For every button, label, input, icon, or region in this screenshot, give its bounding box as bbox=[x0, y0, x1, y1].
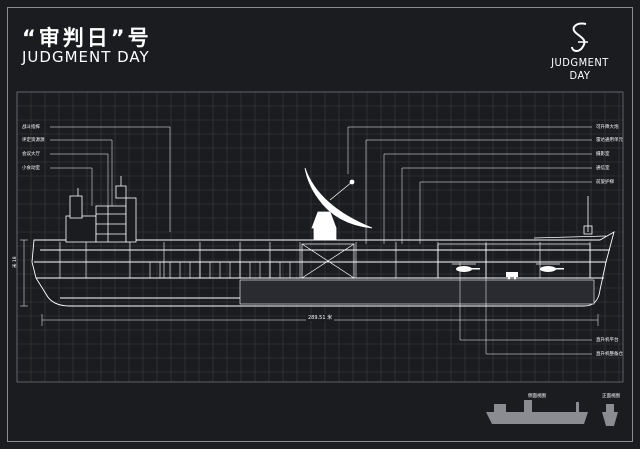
callout-heli-hangar: 直升机整备仓 bbox=[596, 352, 623, 357]
side-view-thumbnail bbox=[486, 400, 588, 424]
length-dimension-label: 289.51 米 bbox=[306, 314, 335, 321]
aft-superstructure bbox=[65, 176, 137, 243]
callout-right-2: 雷达通用单元 bbox=[596, 138, 623, 143]
outer-frame bbox=[7, 7, 633, 442]
callout-right-4: 通信室 bbox=[596, 166, 610, 171]
height-dimension-label: 米 18 bbox=[13, 256, 18, 268]
callout-left-4: 小食动室 bbox=[22, 166, 40, 171]
logo-text: JUDGMENT DAY bbox=[551, 56, 609, 82]
callout-heli-platform: 直升机平台 bbox=[596, 338, 619, 343]
height-dimension bbox=[20, 239, 28, 307]
radar-dish bbox=[304, 167, 373, 241]
page-title-english: JUDGMENT DAY bbox=[22, 48, 150, 66]
front-view-thumbnail bbox=[602, 404, 618, 426]
logo-s-icon bbox=[571, 22, 588, 52]
side-view-label: 侧面视图 bbox=[528, 394, 546, 399]
vehicle-icon bbox=[506, 272, 518, 280]
callout-right-3: 摄影室 bbox=[596, 152, 610, 157]
page-title-chinese: “审判日”号 bbox=[22, 26, 152, 50]
callout-left-1: 战斗指挥 bbox=[22, 125, 40, 130]
front-view-label: 正面视图 bbox=[602, 394, 620, 399]
drawing-area-border bbox=[16, 91, 624, 383]
double-bottom-tank bbox=[239, 279, 595, 305]
callout-left-2: 评定资源源 bbox=[22, 138, 45, 143]
callout-right-1: 可升降大炮 bbox=[596, 125, 619, 130]
helicopter-icon bbox=[452, 263, 480, 272]
left-leader-lines bbox=[50, 126, 171, 232]
callout-left-3: 会议大厅 bbox=[22, 152, 40, 157]
central-hold bbox=[301, 243, 355, 279]
right-leader-lines bbox=[347, 126, 592, 355]
brand-logo: JUDGMENT DAY bbox=[540, 20, 620, 82]
callout-right-5: 前旋护梯 bbox=[596, 180, 614, 185]
bow-mast bbox=[533, 196, 607, 239]
helicopter-icon-2 bbox=[536, 263, 564, 272]
